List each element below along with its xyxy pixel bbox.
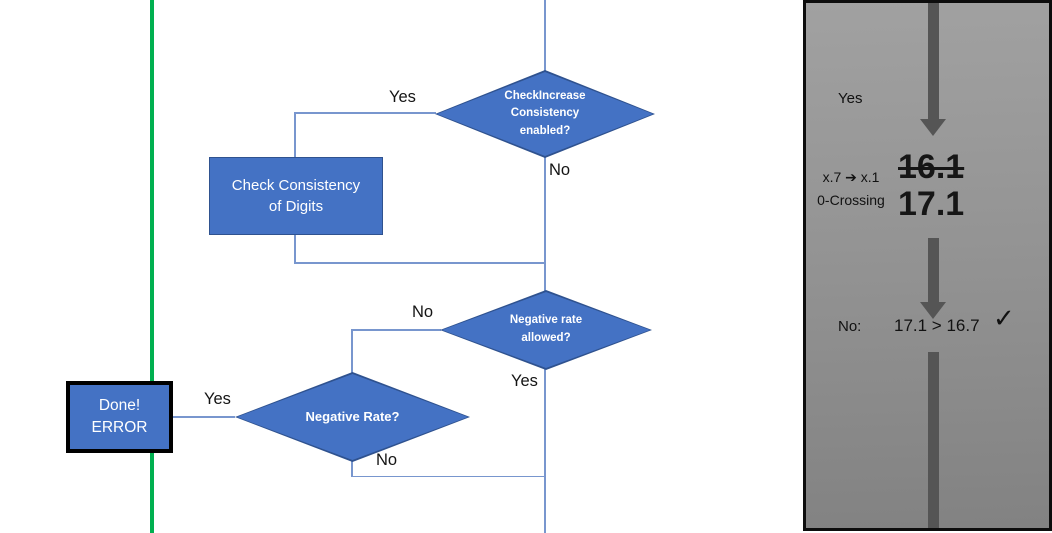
process-check-consistency: Check Consistency of Digits <box>209 157 383 235</box>
down-arrow-head-icon <box>920 302 946 319</box>
connector-yes-horizontal <box>294 112 436 114</box>
decision-line: enabled? <box>519 124 571 137</box>
connector-no3-down <box>351 460 353 477</box>
terminal-done-error: Done! ERROR <box>66 381 173 453</box>
process-line: Check Consistency <box>231 177 361 194</box>
panel-mapping-line1: x.7 ➔ x.1 <box>822 169 880 185</box>
panel-mapping-text: x.7 ➔ x.1 0-Crossing <box>806 166 896 212</box>
label-negative-rate-no: No <box>376 451 398 469</box>
label-negative-rate-yes: Yes <box>204 390 231 408</box>
label-negative-allowed-yes: Yes <box>511 372 538 390</box>
process-line: of Digits <box>268 198 324 215</box>
decision-line: CheckIncrease <box>504 90 586 103</box>
panel-old-value: 16.1 <box>898 148 965 186</box>
panel-values: 16.1 17.1 <box>898 149 964 222</box>
label-negative-allowed-no: No <box>412 303 434 321</box>
down-arrow-icon <box>928 238 939 302</box>
panel-comparison: 17.1 > 16.7 <box>894 316 980 335</box>
decision-line: Consistency <box>510 107 580 120</box>
panel-yes-label: Yes <box>838 90 863 107</box>
panel-no-label: No: <box>838 318 862 335</box>
connector-process-elbow <box>294 262 545 264</box>
down-arrow-icon <box>928 3 939 119</box>
decision-line: allowed? <box>521 332 571 344</box>
connector-main-vertical <box>544 0 546 533</box>
decision-negative-rate-allowed-text: Negative rate allowed? <box>442 292 650 368</box>
connector-process-down <box>294 235 296 264</box>
down-arrow-head-icon <box>920 119 946 136</box>
label-check-increase-no: No <box>549 161 571 179</box>
connector-no-horizontal <box>351 329 441 331</box>
connector-yes-vertical <box>294 112 296 158</box>
connector-no3-right <box>351 475 545 477</box>
checkmark-icon: ✓ <box>993 303 1015 333</box>
decision-negative-rate-text: Negative Rate? <box>237 374 468 460</box>
terminal-line: Done! <box>98 396 141 414</box>
down-arrow-icon <box>928 352 939 528</box>
decision-negative-rate-allowed: Negative rate allowed? <box>440 290 652 370</box>
connector-no-vertical <box>351 329 353 373</box>
label-check-increase-yes: Yes <box>389 88 416 106</box>
decision-check-increase: CheckIncrease Consistency enabled? <box>435 70 655 158</box>
panel-new-value: 17.1 <box>898 184 965 223</box>
side-panel: Yes x.7 ➔ x.1 0-Crossing 16.1 17.1 No: 1… <box>803 0 1052 531</box>
panel-mapping-line2: 0-Crossing <box>817 192 885 209</box>
decision-negative-rate: Negative Rate? <box>235 372 470 462</box>
green-guide-line <box>150 0 154 533</box>
decision-line: Negative rate <box>509 314 583 327</box>
connector-done-horizontal <box>173 416 235 418</box>
decision-line: Negative Rate? <box>305 408 400 424</box>
terminal-line: ERROR <box>91 419 148 436</box>
decision-check-increase-text: CheckIncrease Consistency enabled? <box>437 72 653 156</box>
